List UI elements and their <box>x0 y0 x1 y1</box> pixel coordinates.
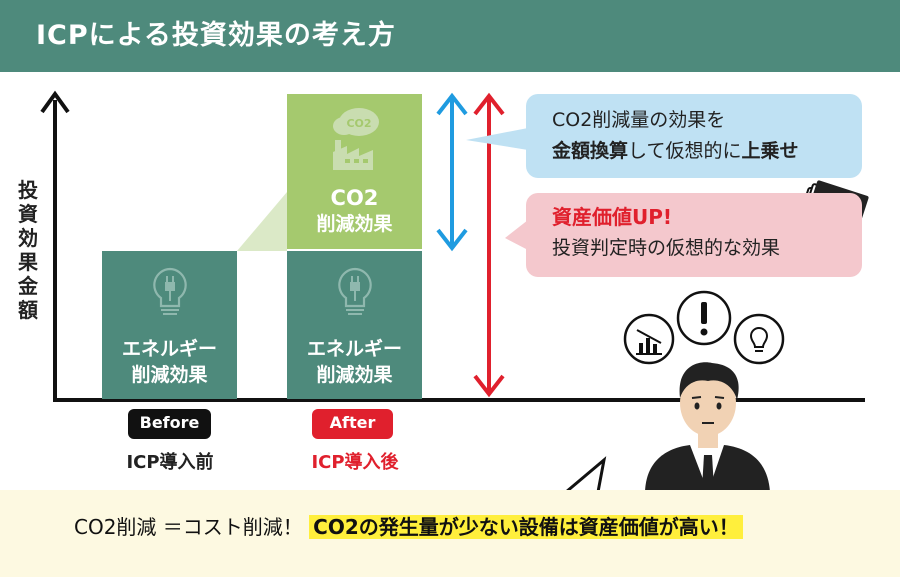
blue-bubble-tail <box>466 128 528 150</box>
bottom-message: CO2削減 ＝コスト削減！ CO2の発生量が少ない設備は資産価値が高い！ <box>74 512 743 542</box>
bar-after-energy: エネルギー 削減効果 <box>287 251 422 399</box>
before-caption: ICP導入前 <box>126 452 214 473</box>
page-title: ICPによる投資効果の考え方 <box>36 20 396 51</box>
header-bar <box>0 0 900 72</box>
bar-before-label-2: 削減効果 <box>131 364 208 386</box>
y-axis-label-char: 果 <box>18 250 38 274</box>
before-pill: Before <box>128 409 211 439</box>
callout-blue-line-1: CO2削減量の効果を <box>552 109 726 131</box>
callout-blue-line-2: 金額換算して仮想的に上乗せ <box>552 136 798 167</box>
callout-pink-line-1: 資産価値UP! <box>552 205 673 229</box>
bar-before-label-1: エネルギー <box>121 338 217 360</box>
y-axis-label-char: 金 <box>18 274 38 298</box>
exclamation-icon <box>676 290 732 346</box>
increase-wedge <box>237 192 287 251</box>
bar-co2-label-2: 削減効果 <box>316 213 393 235</box>
bar-co2-label-1: CO2 <box>330 186 379 210</box>
callout-blue-mid: して仮想的に <box>628 140 742 162</box>
bottom-message-highlight: CO2の発生量が少ない設備は資産価値が高い！ <box>309 515 743 539</box>
callout-pink: 資産価値UP! 投資判定時の仮想的な効果 <box>526 193 862 277</box>
svg-text:CO2: CO2 <box>346 117 371 130</box>
y-axis-label-char: 額 <box>18 298 38 322</box>
bar-after-energy-label-2: 削減効果 <box>316 364 393 386</box>
y-axis-label-char: 投 <box>18 178 38 202</box>
businessman-illustration <box>645 362 770 492</box>
lightbulb-icon <box>733 313 785 365</box>
callout-blue-bold-a: 金額換算 <box>552 140 629 162</box>
blue-double-arrow <box>436 92 468 252</box>
bottom-message-plain: CO2削減 ＝コスト削減！ <box>74 515 303 539</box>
bar-before-energy: エネルギー 削減効果 <box>102 251 237 399</box>
y-axis-label-char: 資 <box>18 202 38 226</box>
callout-blue-bold-b: 上乗せ <box>741 140 799 162</box>
after-caption: ICP導入後 <box>311 452 399 473</box>
bar-after-energy-label-1: エネルギー <box>306 338 402 360</box>
pink-bubble-tail <box>505 220 528 250</box>
lightbulb-plug-icon <box>153 267 187 315</box>
after-pill: After <box>312 409 393 439</box>
factory-co2-icon: CO2 <box>333 108 379 170</box>
y-axis-arrowhead <box>40 90 70 114</box>
chart-icon <box>623 313 675 365</box>
red-double-arrow <box>473 92 505 398</box>
callout-pink-line-2: 投資判定時の仮想的な効果 <box>552 237 781 259</box>
callout-blue: CO2削減量の効果を 金額換算して仮想的に上乗せ <box>526 94 862 178</box>
bar-after-co2: CO2 CO2 削減効果 <box>287 94 422 249</box>
y-axis-label-char: 効 <box>18 226 38 250</box>
y-axis-label: 投 資 効 果 金 額 <box>8 178 48 322</box>
lightbulb-plug-icon <box>338 267 372 315</box>
